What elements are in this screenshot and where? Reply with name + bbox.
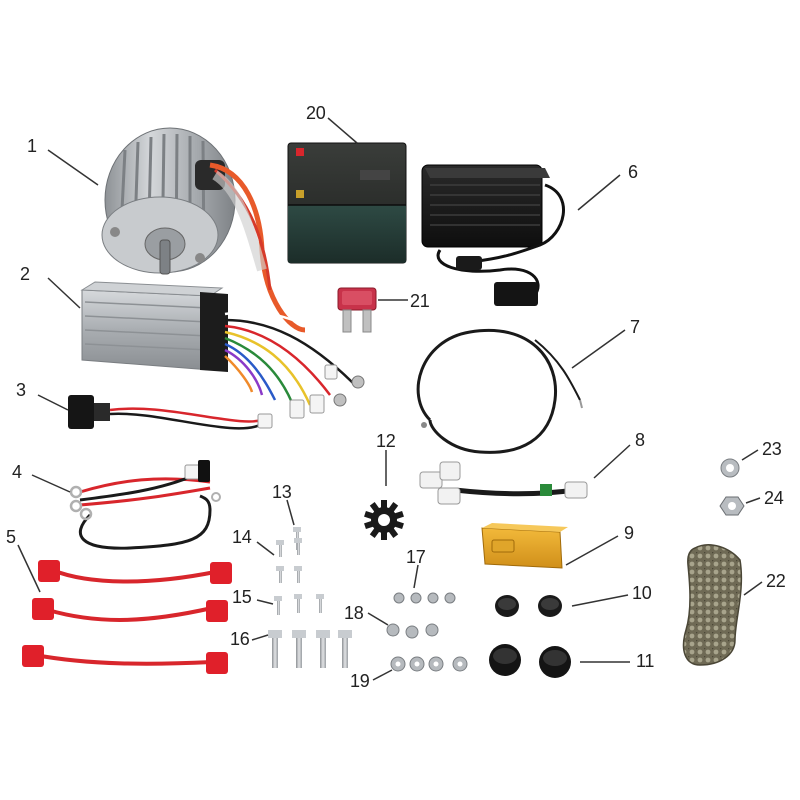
chain	[682, 544, 743, 666]
callout-22: 22	[766, 571, 786, 591]
sprocket	[364, 500, 404, 540]
charger	[421, 164, 565, 306]
bushings	[489, 595, 571, 678]
callout-4: 4	[12, 462, 23, 482]
bushings-11	[489, 644, 571, 678]
callout-9: 9	[624, 523, 635, 543]
nuts	[386, 592, 468, 672]
callout-1: 1	[27, 136, 38, 156]
callout-7: 7	[630, 317, 641, 337]
nuts-17	[393, 592, 456, 604]
callout-19: 19	[350, 671, 370, 691]
callout-3: 3	[16, 380, 27, 400]
nut-24	[719, 496, 745, 516]
bolts-14	[276, 538, 302, 583]
throttle-cable	[416, 329, 583, 454]
callout-18: 18	[344, 603, 364, 623]
switch-box	[481, 523, 568, 569]
washer-23	[720, 458, 740, 478]
battery-cables	[69, 460, 221, 550]
nuts-18	[386, 623, 439, 639]
callout-20: 20	[306, 103, 326, 123]
callout-14: 14	[232, 527, 252, 547]
callout-5: 5	[6, 527, 17, 547]
callout-23: 23	[762, 439, 782, 459]
callout-24: 24	[764, 488, 784, 508]
bolts	[268, 527, 352, 668]
callout-16: 16	[230, 629, 250, 649]
callout-2: 2	[20, 264, 31, 284]
callout-6: 6	[628, 162, 639, 182]
nuts-19	[390, 656, 468, 672]
battery	[287, 142, 407, 264]
callout-12: 12	[376, 431, 396, 451]
fuse	[337, 287, 377, 333]
callout-15: 15	[232, 587, 252, 607]
motor	[101, 127, 306, 333]
controller	[80, 281, 365, 419]
connector-harness	[419, 461, 588, 505]
callout-10: 10	[632, 583, 652, 603]
bushings-10	[495, 595, 562, 617]
red-booted-cables	[22, 560, 232, 674]
bolts-15	[274, 594, 324, 615]
callout-21: 21	[410, 291, 430, 311]
callout-13: 13	[272, 482, 292, 502]
callout-11: 11	[636, 651, 655, 671]
key-switch-harness	[68, 395, 273, 430]
bolts-16	[268, 630, 352, 668]
callout-17: 17	[406, 547, 426, 567]
callout-8: 8	[635, 430, 646, 450]
leader-lines	[17, 117, 763, 681]
